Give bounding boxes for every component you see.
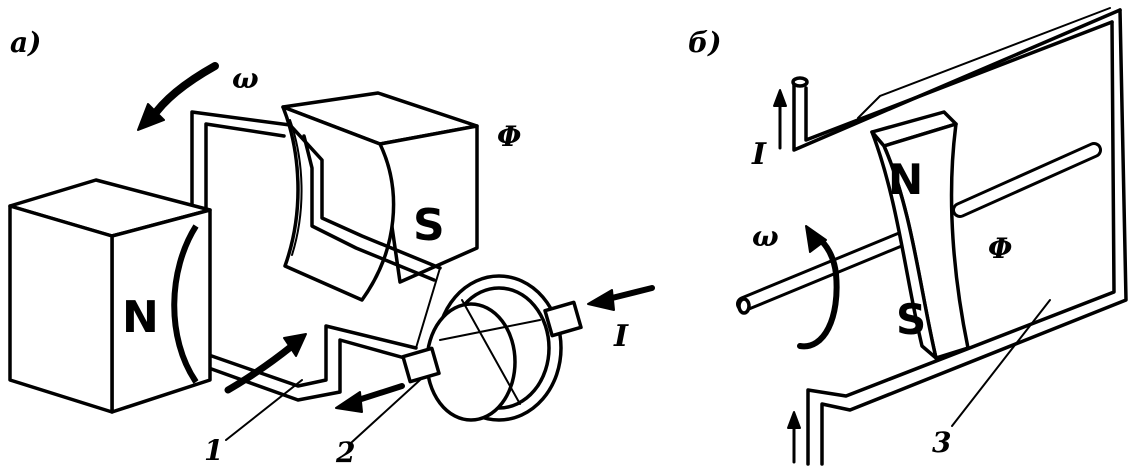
south-pole-label-a: S xyxy=(413,200,445,251)
brush-number-label: 2 xyxy=(335,436,355,469)
coil-number-label: 1 xyxy=(204,434,223,467)
output-arrow-a xyxy=(335,383,405,413)
leader-line-1 xyxy=(225,379,303,441)
slip-rings-a xyxy=(401,274,583,422)
leader-line-2 xyxy=(351,379,421,443)
flux-label-b: Φ xyxy=(988,232,1012,265)
panel-b-label: б) xyxy=(688,26,721,59)
bar-magnet-b xyxy=(870,110,970,360)
north-pole-label-b: N xyxy=(888,155,923,204)
flux-label-a: Φ xyxy=(497,120,521,153)
rotation-arrow-a xyxy=(137,62,219,131)
south-pole-label-b: S xyxy=(896,295,926,344)
current-label-a: I xyxy=(613,319,629,354)
current-arrow-b-top xyxy=(773,89,787,150)
rotation-arrow-b xyxy=(797,225,840,350)
omega-label-a: ω xyxy=(232,62,259,95)
leader-line-3 xyxy=(951,299,1051,427)
frame-number-label: 3 xyxy=(932,426,951,459)
rotation-arrow-a-bottom xyxy=(224,333,307,394)
current-arrow-b-bottom xyxy=(787,411,801,464)
magnet-n-a xyxy=(8,178,212,414)
current-arrow-a xyxy=(587,285,655,311)
shaft-b xyxy=(736,142,1102,315)
omega-label-b: ω xyxy=(752,220,779,253)
current-label-b: I xyxy=(751,137,767,172)
north-pole-label-a: N xyxy=(122,292,159,343)
frame-loop-b xyxy=(791,7,1128,466)
panel-a-label: а) xyxy=(10,26,41,59)
